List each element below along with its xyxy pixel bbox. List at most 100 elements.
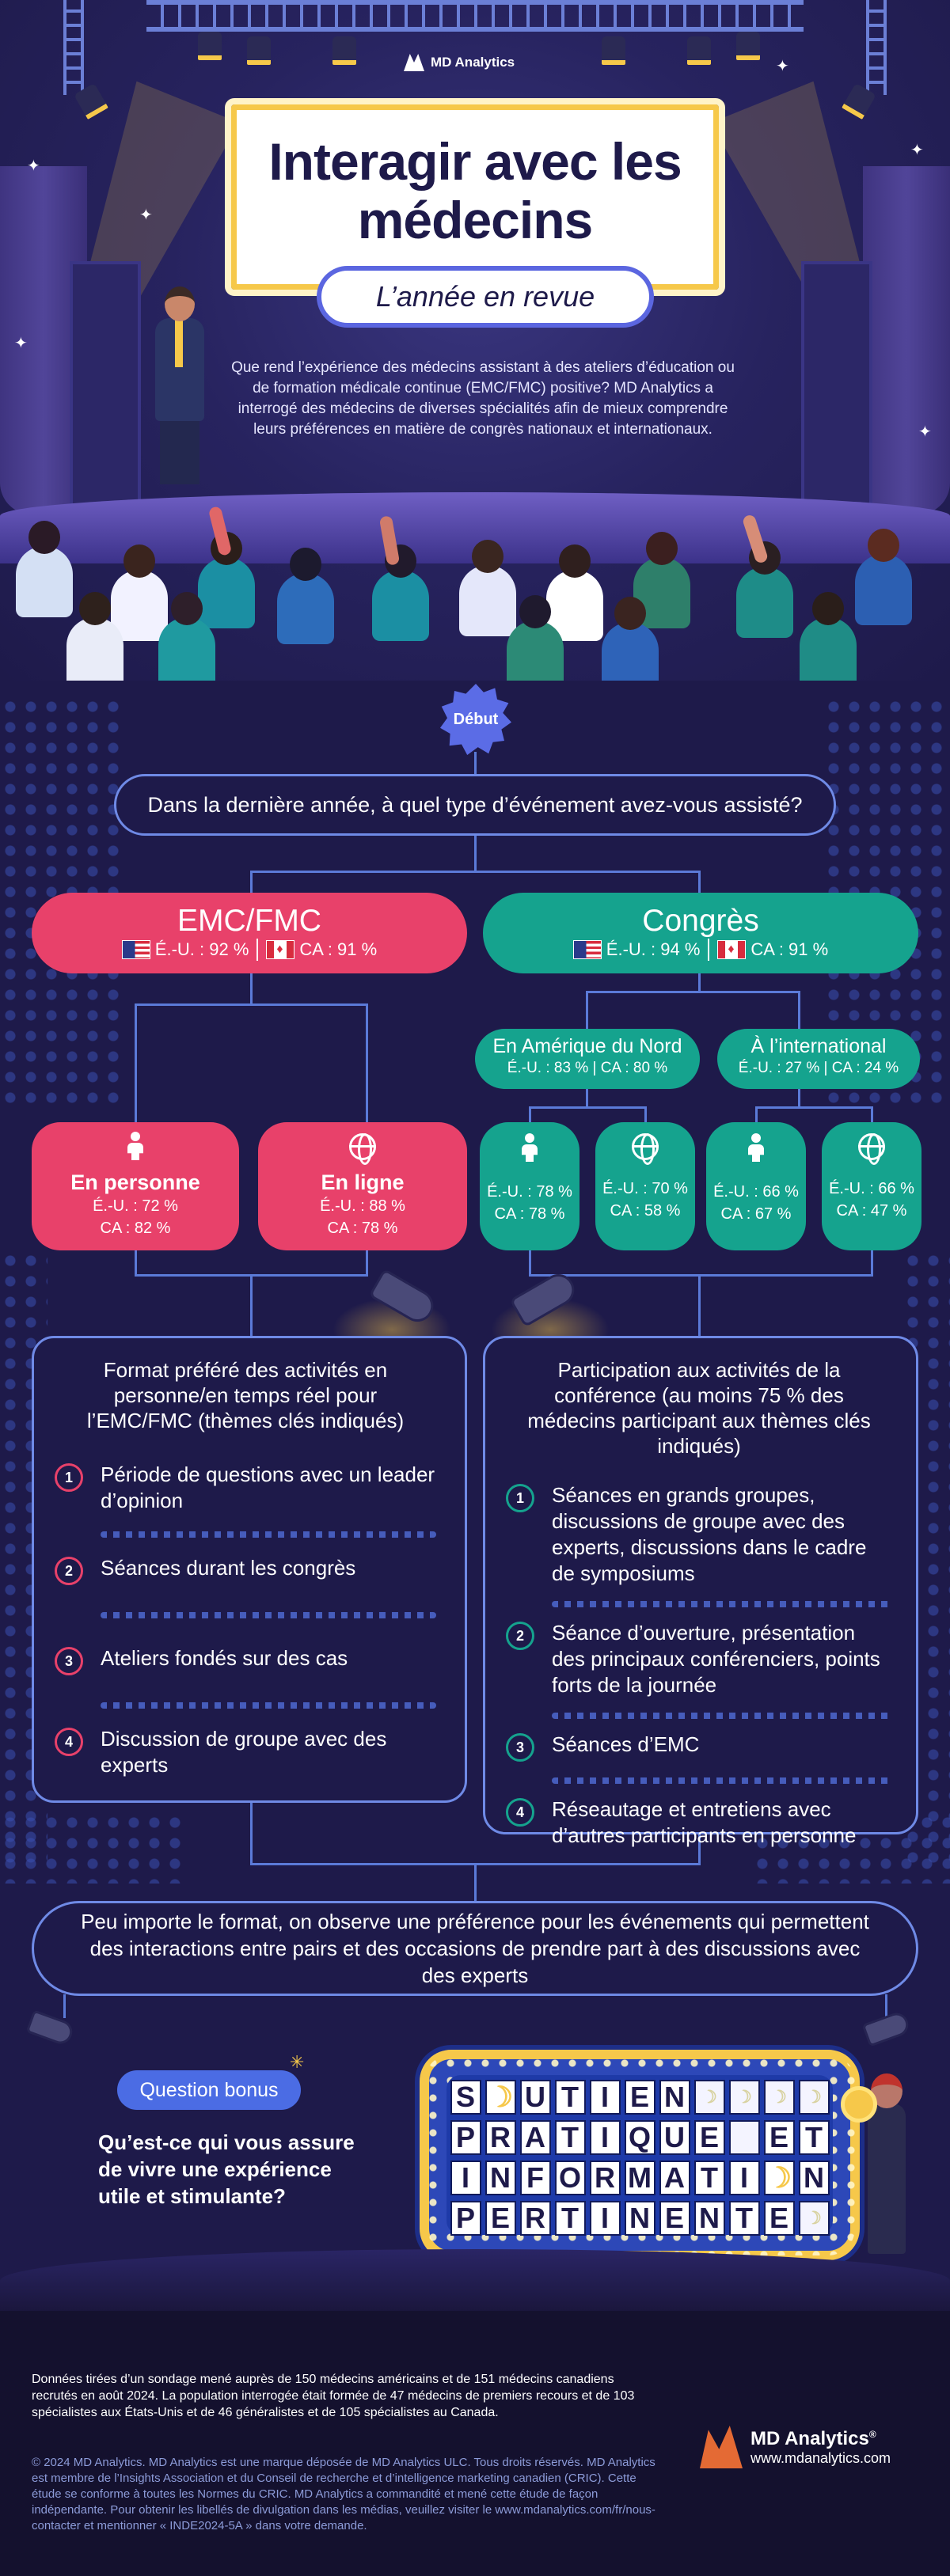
separator bbox=[256, 939, 259, 961]
board-tile: E bbox=[624, 2080, 656, 2115]
connector-line bbox=[135, 1003, 137, 1122]
card-ca-stat: CA : 82 % bbox=[100, 1220, 171, 1237]
page-title: Interagir avec les médecins bbox=[268, 132, 682, 249]
region-north-america: En Amérique du Nord É.-U. : 83 % | CA : … bbox=[475, 1029, 700, 1089]
footer-url[interactable]: www.mdanalytics.com bbox=[750, 2449, 891, 2466]
list-item: 2 Séances durant les congrès bbox=[55, 1555, 436, 1585]
list-number: 1 bbox=[506, 1484, 534, 1512]
host-figure bbox=[871, 2073, 902, 2108]
list-item: 2 Séance d’ouverture, présentation des p… bbox=[506, 1620, 892, 1698]
list-divider bbox=[101, 1612, 436, 1618]
separator bbox=[708, 939, 710, 961]
audience-member bbox=[602, 597, 659, 681]
connector-line bbox=[529, 1274, 873, 1277]
connector-line bbox=[586, 991, 588, 1030]
card-intl-online: É.-U. : 66 % CA : 47 % bbox=[822, 1122, 922, 1250]
lighting-truss bbox=[146, 0, 804, 32]
connector-line bbox=[586, 1089, 588, 1108]
board-tile: E bbox=[484, 2201, 516, 2236]
audience-member bbox=[277, 548, 334, 644]
board-tile-blank: ☽ bbox=[798, 2080, 830, 2115]
question-text: Dans la dernière année, à quel type d’év… bbox=[147, 792, 803, 817]
sparkle-icon: ✦ bbox=[14, 335, 28, 352]
title-card: Interagir avec les médecins bbox=[225, 98, 725, 296]
list-number: 3 bbox=[506, 1733, 534, 1762]
list-number: 4 bbox=[506, 1798, 534, 1827]
category-congres: Congrès É.-U. : 94 % CA : 91 % bbox=[483, 893, 918, 973]
board-tile: ☽ bbox=[484, 2080, 516, 2115]
board-tile: N bbox=[798, 2161, 830, 2195]
board-tile: P bbox=[450, 2201, 481, 2236]
board-tile: O bbox=[554, 2161, 586, 2195]
audience-member bbox=[736, 541, 793, 638]
right-list-title: Participation aux activités de la confér… bbox=[527, 1358, 871, 1458]
truss-post bbox=[63, 0, 84, 95]
hero-section: ✦ ✦ ✦ ✦ ✦ ✦ MD Analytics Interagir avec … bbox=[0, 0, 950, 681]
board-tile: R bbox=[519, 2201, 551, 2236]
stage-light-icon bbox=[602, 36, 625, 65]
md-analytics-logo-icon bbox=[700, 2426, 743, 2468]
connector-line bbox=[798, 991, 800, 1030]
sparkle-icon: ✦ bbox=[27, 157, 40, 175]
category-ca-stat: CA : 91 % bbox=[750, 939, 829, 959]
bonus-question: Qu’est-ce qui vous assure de vivre une e… bbox=[98, 2130, 355, 2208]
sparkle-icon: ✳ bbox=[290, 2052, 305, 2072]
host-figure bbox=[868, 2104, 906, 2254]
card-na-online: É.-U. : 70 % CA : 58 % bbox=[595, 1122, 695, 1250]
card-na-in-person: É.-U. : 78 % CA : 78 % bbox=[480, 1122, 580, 1250]
connector-line bbox=[474, 835, 477, 871]
list-item-text: Séances d’EMC bbox=[552, 1732, 700, 1756]
brand-name: MD Analytics bbox=[431, 55, 515, 70]
board-tile: T bbox=[554, 2080, 586, 2115]
board-tile: N bbox=[659, 2080, 690, 2115]
card-us-stat: É.-U. : 66 % bbox=[829, 1180, 914, 1197]
board-tile: F bbox=[519, 2161, 551, 2195]
board-tile: T bbox=[554, 2201, 586, 2236]
region-label: À l’international bbox=[750, 1035, 887, 1057]
region-stats: É.-U. : 83 % | CA : 80 % bbox=[507, 1060, 668, 1076]
card-ca-stat: CA : 67 % bbox=[720, 1205, 792, 1223]
board-tile: T bbox=[694, 2161, 725, 2195]
person-icon bbox=[127, 1132, 143, 1160]
presenter-figure bbox=[160, 418, 200, 484]
connector-line bbox=[366, 1250, 368, 1274]
category-label: EMC/FMC bbox=[177, 904, 321, 938]
dot-pattern bbox=[0, 1812, 190, 1884]
stage-pillar bbox=[70, 261, 141, 530]
connector-line bbox=[474, 1863, 477, 1903]
intro-text: Que rend l’expérience des médecins assis… bbox=[231, 359, 735, 438]
board-tile: I bbox=[589, 2080, 621, 2115]
connector-line bbox=[250, 871, 700, 873]
connector-line bbox=[698, 1274, 701, 1337]
sparkle-icon: ✦ bbox=[918, 423, 932, 441]
audience-member bbox=[66, 592, 124, 681]
region-label: En Amérique du Nord bbox=[492, 1035, 682, 1057]
audience-member bbox=[198, 532, 255, 628]
stage-light-icon bbox=[736, 32, 760, 60]
list-item-text: Période de questions avec un leader d’op… bbox=[101, 1463, 435, 1512]
card-in-person: En personne É.-U. : 72 % CA : 82 % bbox=[32, 1122, 239, 1250]
word-board-grid: S ☽ U T I E N ☽ ☽ ☽ ☽ P R A T I Q U E bbox=[446, 2075, 833, 2236]
registered-mark: ® bbox=[868, 2428, 876, 2440]
audience-member bbox=[855, 529, 912, 625]
summary-text: Peu importe le format, on observe une pr… bbox=[81, 1910, 869, 1987]
start-label: Début bbox=[453, 710, 499, 728]
board-tile: Q bbox=[624, 2120, 656, 2155]
list-divider bbox=[552, 1713, 892, 1719]
card-ca-stat: CA : 78 % bbox=[494, 1205, 565, 1223]
list-item-text: Réseautage et entretiens avec d’autres p… bbox=[552, 1797, 857, 1847]
md-analytics-logo-icon bbox=[404, 54, 424, 71]
connector-line bbox=[885, 1994, 887, 2018]
stage-light-icon bbox=[198, 32, 222, 60]
region-stats: É.-U. : 27 % | CA : 24 % bbox=[738, 1060, 899, 1076]
audience-member bbox=[372, 544, 429, 641]
board-row: P E R T I N E N T E ☽ bbox=[446, 2201, 833, 2236]
list-item-text: Séance d’ouverture, présentation des pri… bbox=[552, 1621, 880, 1697]
list-divider bbox=[101, 1531, 436, 1538]
sparkle-icon: ✦ bbox=[139, 207, 153, 224]
connector-line bbox=[698, 1833, 701, 1865]
globe-icon bbox=[858, 1133, 885, 1165]
audience-member bbox=[459, 540, 516, 636]
footer-brand-name: MD Analytics bbox=[750, 2427, 869, 2449]
category-ca-stat: CA : 91 % bbox=[299, 939, 378, 959]
